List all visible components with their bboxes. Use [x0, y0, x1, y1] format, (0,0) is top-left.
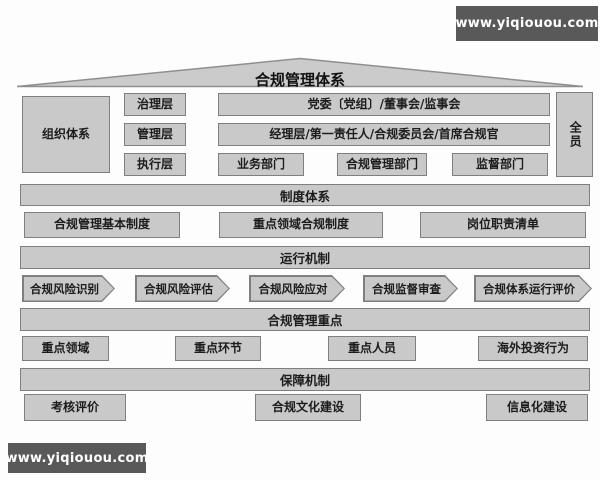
department-box-compliance: 合规管理部门 [337, 153, 427, 176]
process-step-label: 合规风险评估 [137, 277, 229, 301]
section-header-safeguard: 保障机制 [20, 368, 590, 391]
process-step-label: 合规风险应对 [251, 277, 344, 301]
process-step-label: 合规监督审查 [365, 277, 457, 301]
org-system-box: 组织体系 [22, 96, 110, 173]
key-point-item: 重点环节 [175, 336, 261, 361]
institution-item: 岗位职责清单 [420, 212, 586, 238]
watermark-top: www.yiqiouou.com [455, 6, 598, 41]
governance-body-box: 党委〔党组〕/董事会/监事会 [218, 93, 550, 116]
institution-item: 重点领域合规制度 [219, 212, 383, 238]
process-arrow: 合规监督审查 [363, 275, 458, 302]
layer-box-execution: 执行层 [124, 153, 186, 176]
all-staff-box: 全员 [556, 92, 593, 177]
watermark-bottom: www.yiqiouou.com [5, 443, 148, 473]
key-point-item: 重点领域 [22, 336, 109, 361]
roof-shape [15, 57, 585, 88]
process-arrow: 合规风险应对 [249, 275, 345, 302]
safeguard-item: 合规文化建设 [255, 394, 361, 421]
key-point-item: 重点人员 [328, 336, 416, 361]
process-arrow: 合规体系运行评价 [474, 275, 592, 302]
safeguard-item: 考核评价 [24, 394, 126, 421]
management-body-box: 经理层/第一责任人/合规委员会/首席合规官 [218, 123, 550, 146]
process-arrow: 合规风险识别 [22, 275, 115, 302]
process-step-label: 合规风险识别 [24, 277, 114, 301]
section-header-key-points: 合规管理重点 [20, 308, 590, 331]
process-arrow: 合规风险评估 [135, 275, 230, 302]
layer-box-governance: 治理层 [124, 93, 186, 116]
page-title: 合规管理体系 [254, 71, 345, 89]
department-box-business: 业务部门 [218, 153, 304, 176]
key-point-item: 海外投资行为 [478, 336, 588, 361]
safeguard-item: 信息化建设 [486, 394, 588, 421]
section-header-institution: 制度体系 [20, 184, 590, 206]
institution-item: 合规管理基本制度 [24, 212, 180, 238]
roof-triangle [16, 57, 584, 88]
section-header-operation: 运行机制 [20, 246, 590, 269]
process-step-label: 合规体系运行评价 [476, 277, 591, 301]
layer-box-management: 管理层 [124, 123, 186, 146]
department-box-supervision: 监督部门 [452, 153, 548, 176]
